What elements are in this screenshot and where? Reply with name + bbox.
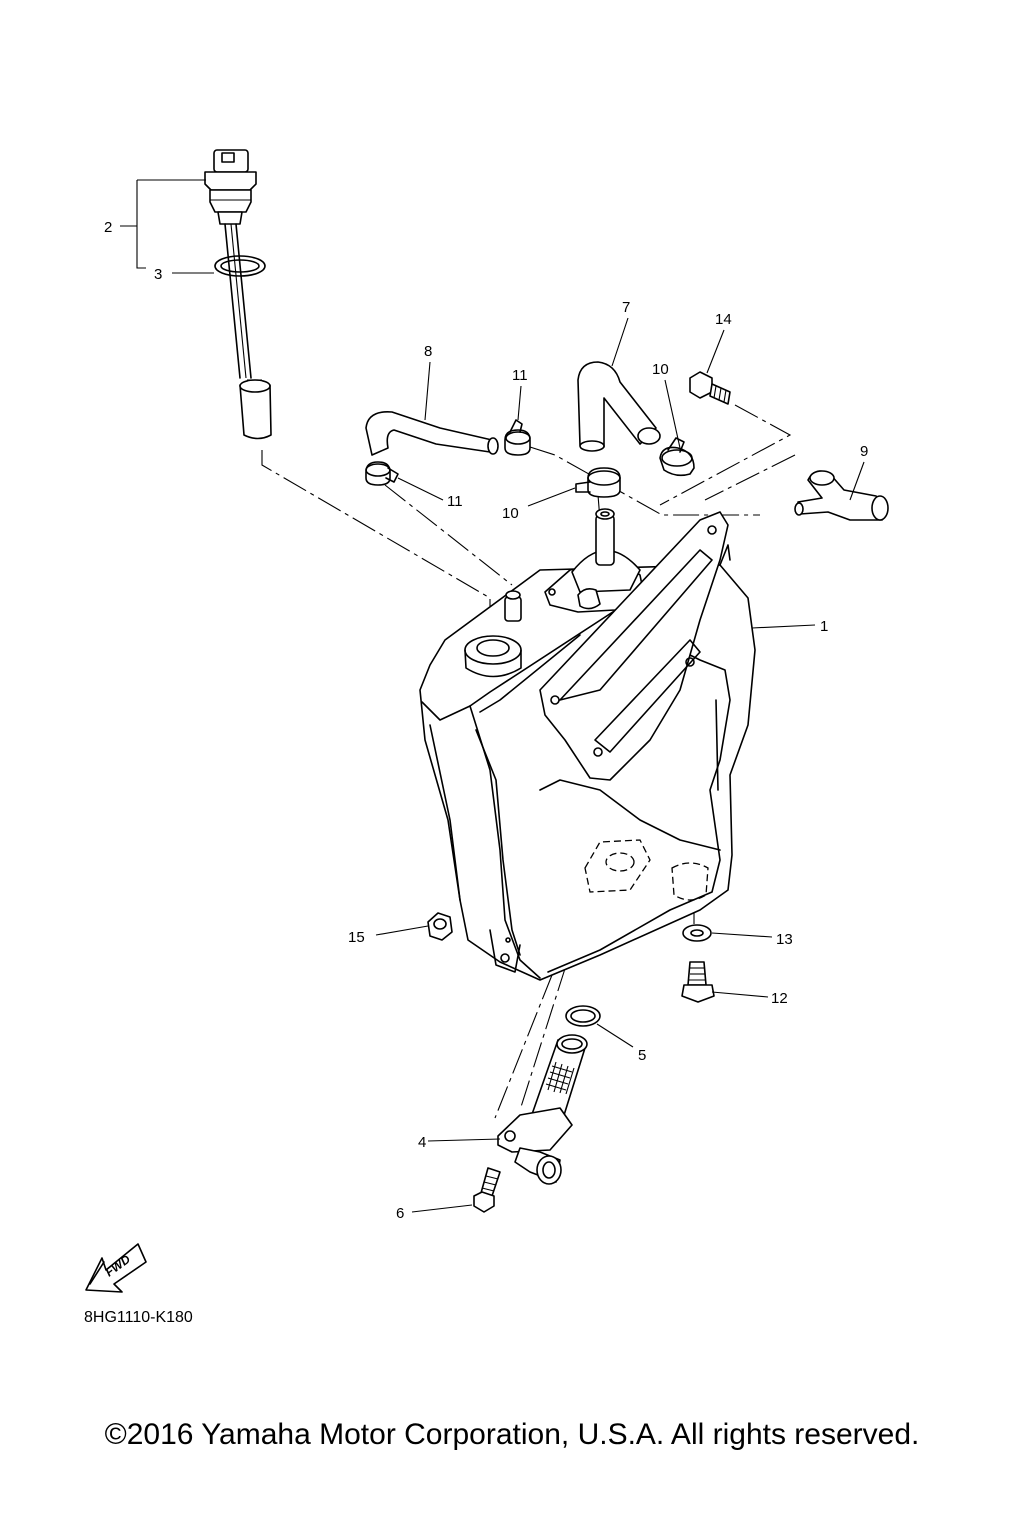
bolt-14 [689,371,731,405]
bolt-6 [473,1167,501,1213]
drain-bolt-12 [681,961,715,1003]
hose-7 [577,361,661,452]
callout-10b: 10 [502,505,519,522]
nut-15 [427,912,453,941]
callout-11a: 11 [512,367,528,384]
callout-labels: 1 2 3 4 5 6 7 8 9 10 10 11 11 12 13 14 1… [104,219,868,1222]
oil-level-sensor [204,149,272,440]
breather-hose-8 [365,411,499,456]
o-ring-5 [565,1005,601,1027]
callout-12: 12 [771,990,788,1007]
leader-lines [120,179,865,1213]
callout-9: 9 [860,443,868,460]
hose-clip-11a [504,419,531,456]
callout-4: 4 [418,1134,426,1151]
callout-14: 14 [715,311,732,328]
oil-strainer-4 [497,1034,588,1185]
fwd-arrow-icon: FWD [85,1243,147,1293]
callout-10a: 10 [652,361,669,378]
washer-13 [682,924,712,942]
callout-2: 2 [104,219,112,236]
oil-tank-1 [419,508,756,981]
copyright-notice: ©2016 Yamaha Motor Corporation, U.S.A. A… [104,1418,920,1451]
o-ring-3 [214,255,266,277]
callout-8: 8 [424,343,432,360]
t-joint-9 [794,470,889,521]
oil-tank-exploded-diagram: 1 2 3 4 5 6 7 8 9 10 10 11 11 12 13 14 1… [85,149,889,1293]
diagram-code: 8HG1110-K180 [84,1309,193,1326]
hose-clamp-10a [659,437,695,477]
callout-1: 1 [820,618,828,635]
strainer-mesh [545,1061,575,1095]
callout-3: 3 [154,266,162,283]
hose-clamp-10b [575,467,621,498]
callout-11b: 11 [447,493,463,510]
callout-15: 15 [348,929,365,946]
callout-7: 7 [622,299,630,316]
callout-5: 5 [638,1047,646,1064]
hose-clip-11b [365,461,399,486]
callout-13: 13 [776,931,793,948]
callout-6: 6 [396,1205,404,1222]
